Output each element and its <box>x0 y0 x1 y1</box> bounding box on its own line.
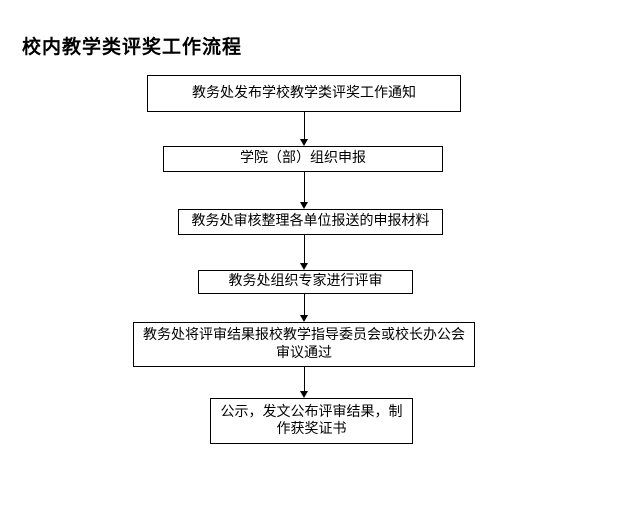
arrow-down-icon <box>300 391 308 398</box>
arrow-down-icon <box>300 263 308 270</box>
connector-line <box>304 294 305 315</box>
arrow-down-icon <box>300 139 308 146</box>
connector-line <box>304 235 305 263</box>
arrow-down-icon <box>300 202 308 209</box>
flow-step-college-application: 学院（部）组织申报 <box>163 146 443 172</box>
flow-step-expert-evaluation: 教务处组织专家进行评审 <box>198 270 413 294</box>
flow-step-review-materials: 教务处审核整理各单位报送的申报材料 <box>178 209 443 235</box>
connector-line <box>304 172 305 202</box>
page-title: 校内教学类评奖工作流程 <box>22 36 243 58</box>
flow-step-notice: 教务处发布学校教学类评奖工作通知 <box>147 75 461 112</box>
connector-line <box>304 112 305 139</box>
connector-line <box>304 367 305 391</box>
flow-step-publish-results: 公示，发文公布评审结果，制 作获奖证书 <box>210 398 413 444</box>
arrow-down-icon <box>300 315 308 322</box>
flow-step-committee-approval: 教务处将评审结果报校教学指导委员会或校长办公会 审议通过 <box>133 322 475 367</box>
